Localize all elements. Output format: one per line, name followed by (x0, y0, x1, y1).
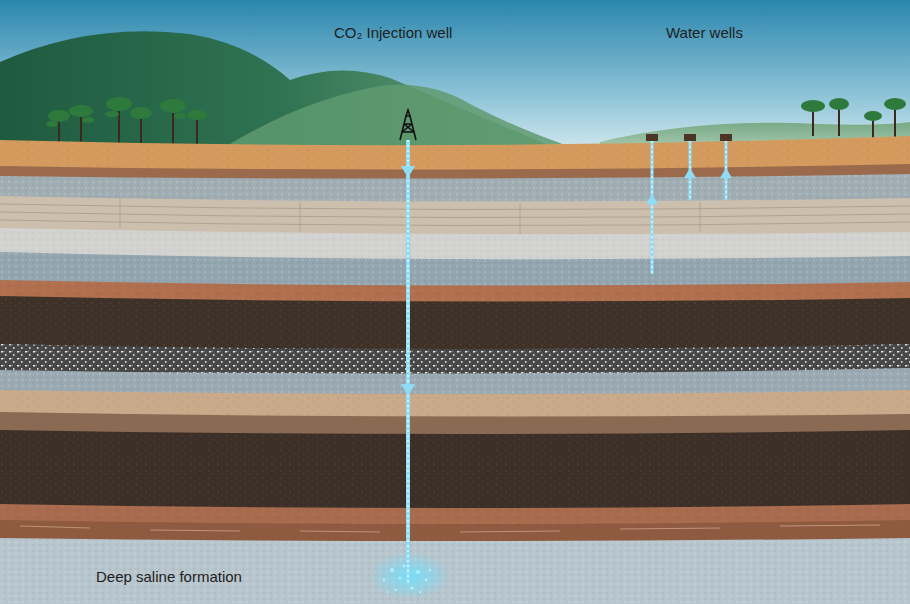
label-box: Water wells (666, 24, 743, 42)
label-box: CO₂ Injection well (334, 24, 452, 42)
label-box: Deep saline formation (96, 568, 242, 586)
well-label: CO₂ Injection well (334, 24, 452, 41)
well-label: Water wells (666, 24, 743, 41)
formation-label: Deep saline formation (96, 568, 242, 585)
